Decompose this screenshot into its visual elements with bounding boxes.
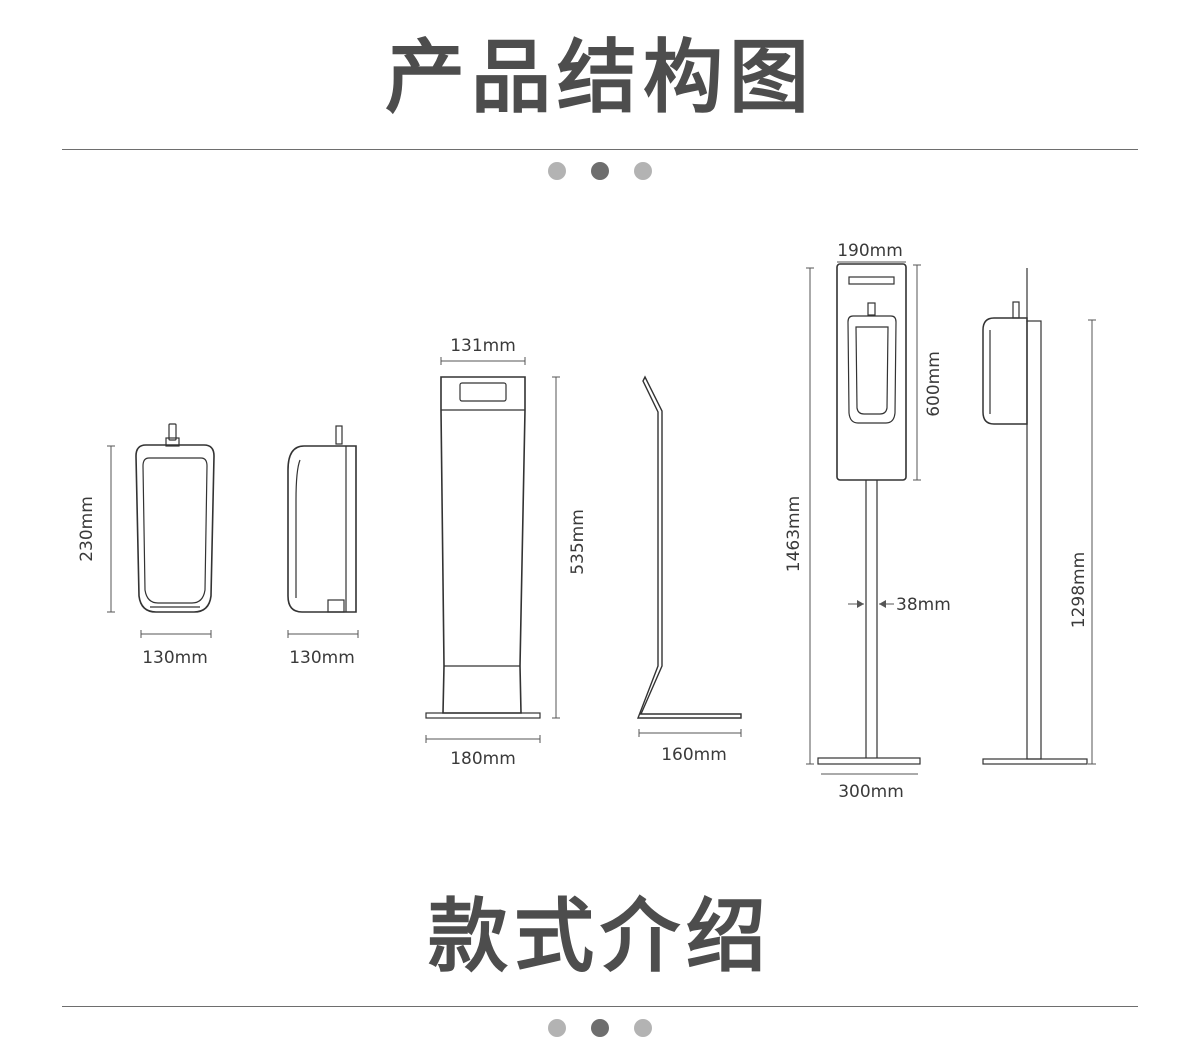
section-title-structure: 产品结构图 [385, 31, 815, 124]
label-pole-total-height: 1463mm [784, 496, 804, 572]
pole-stand-dispenser-window [855, 326, 889, 415]
label-floor-stand-side-base: 160mm [661, 745, 727, 765]
floor-stand-side-view [636, 375, 742, 719]
pagination-dot [634, 1019, 652, 1037]
dispenser-front-view [135, 423, 215, 613]
arrow-head-right [857, 600, 864, 608]
label-dispenser-side-width: 130mm [289, 648, 355, 668]
pole-stand-side-view [982, 268, 1088, 765]
dispenser-side-curve [295, 459, 301, 598]
section-divider-styles [62, 1006, 1138, 1007]
dispenser-body-outline [135, 444, 215, 613]
pole-stand-front-view [817, 263, 921, 765]
pole-stand-base [817, 757, 921, 765]
section-title-styles: 款式介绍 [428, 890, 772, 983]
pagination-dots-structure [0, 162, 1200, 180]
floor-stand-slot [459, 382, 507, 402]
dispenser-nozzle-base [165, 437, 180, 447]
floor-stand-side-profile [636, 375, 742, 719]
pagination-dot [548, 162, 566, 180]
label-pole-diameter: 38mm [896, 595, 951, 615]
dispenser-window [142, 457, 208, 604]
dispenser-side-view [287, 425, 357, 613]
dispenser-side-outline [287, 445, 357, 613]
label-dispenser-height: 230mm [77, 496, 97, 562]
label-panel-width: 190mm [837, 241, 903, 261]
arrow-head-left [879, 600, 886, 608]
label-floor-stand-height: 535mm [568, 509, 588, 575]
pole-side-nozzle [1012, 301, 1020, 319]
label-dispenser-front-width: 130mm [142, 648, 208, 668]
pole-stand-dispenser [847, 315, 897, 424]
floor-stand-body [440, 376, 526, 714]
dispenser-nozzle [168, 423, 177, 441]
label-panel-height: 600mm [924, 351, 944, 417]
floor-stand-front-view [425, 376, 541, 719]
label-pole-base-width: 300mm [838, 782, 904, 802]
label-floor-stand-top-width: 131mm [450, 336, 516, 356]
floor-stand-foot [425, 712, 541, 719]
section-divider-structure [62, 149, 1138, 150]
label-pole-side-height: 1298mm [1069, 552, 1089, 628]
dispenser-side-nozzle [335, 425, 343, 445]
pole-stand-nozzle [867, 302, 876, 316]
pagination-dot [548, 1019, 566, 1037]
pagination-dot-active [591, 162, 609, 180]
pagination-dots-styles [0, 1019, 1200, 1037]
dispenser-side-latch [327, 599, 345, 613]
pole-side-base [982, 758, 1088, 765]
pagination-dot-active [591, 1019, 609, 1037]
pagination-dot [634, 162, 652, 180]
label-floor-stand-base-width: 180mm [450, 749, 516, 769]
pole-side-column [1026, 320, 1042, 760]
pole-stand-slot [848, 276, 895, 285]
pole-side-dispenser [982, 317, 1028, 425]
pole-stand-panel [836, 263, 907, 481]
